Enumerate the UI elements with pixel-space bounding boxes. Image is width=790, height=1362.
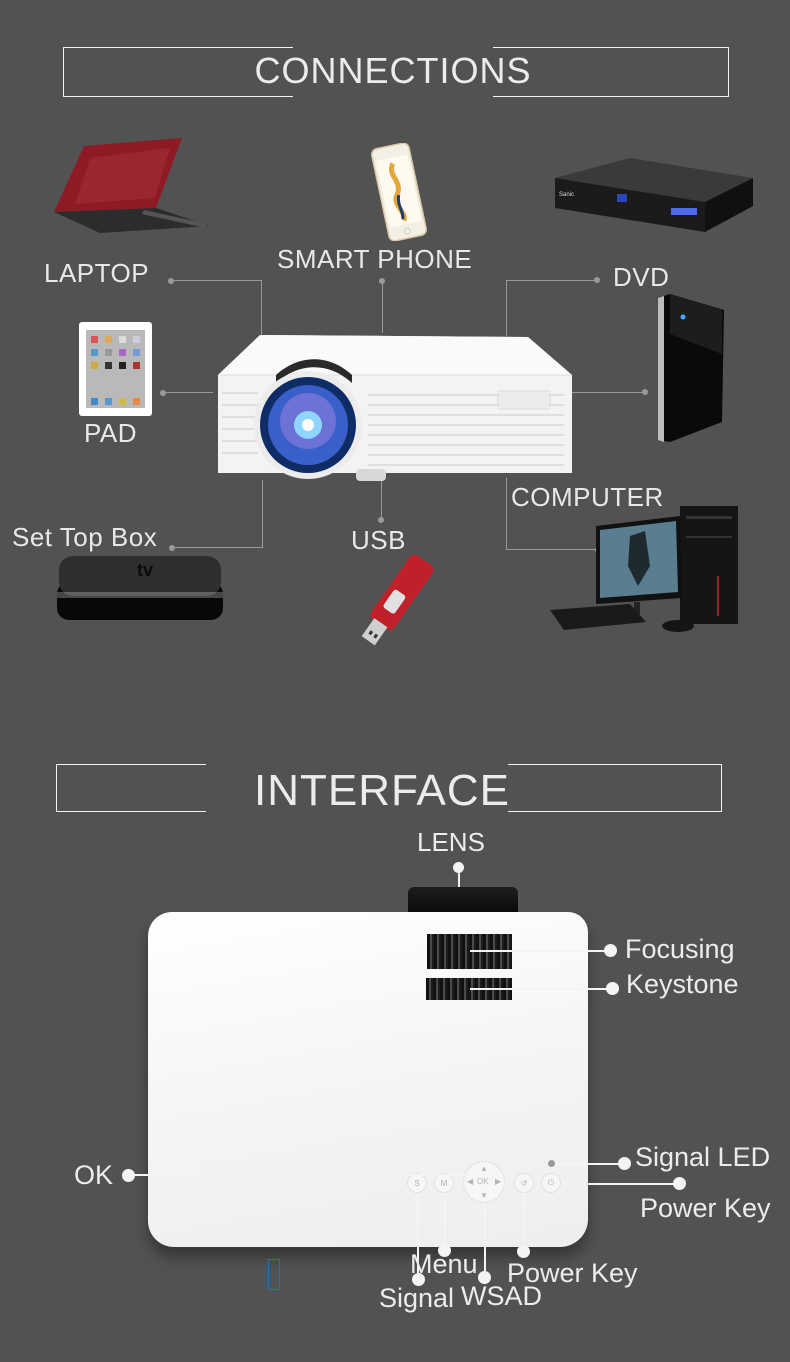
power-key-bottom-callout-line: [523, 1193, 525, 1249]
ok-callout-dot: [122, 1169, 135, 1182]
set-top-box-label: Set Top Box: [12, 522, 158, 552]
ok-label: OK: [74, 1160, 114, 1190]
pad-image: [79, 322, 152, 416]
dvd-connector-dot: [594, 277, 600, 283]
usb-connector-line: [381, 478, 382, 520]
keystone-wheel[interactable]: [426, 978, 512, 1000]
power-key-bottom-callout-dot: [517, 1245, 530, 1258]
keystone-label: Keystone: [626, 969, 739, 999]
ok-button[interactable]: OK: [477, 1177, 489, 1186]
laptop-connector-line-v: [261, 280, 262, 335]
dvd-connector-line-h: [506, 280, 596, 281]
power-key-right-label: Power Key: [640, 1193, 771, 1223]
projector-top-body: [148, 912, 588, 1247]
hard-drive-image: [656, 294, 724, 444]
computer-image: [550, 506, 740, 636]
projector-front-image: [208, 333, 572, 483]
laptop-connector-line-h: [171, 280, 262, 281]
dvd-connector-line-v: [506, 280, 507, 336]
hdd-connector-line: [566, 392, 644, 393]
interface-title-gap: [206, 761, 508, 815]
settopbox-connector-line-h: [172, 547, 263, 548]
smart-phone-image: [368, 142, 430, 242]
usb-connector-dot: [378, 517, 384, 523]
lens-callout-dot: [453, 862, 464, 873]
signal-button[interactable]: S: [407, 1173, 427, 1193]
computer-connector-line-v: [506, 478, 507, 549]
power-key-right-callout-dot: [673, 1177, 686, 1190]
pad-connector-line: [163, 392, 213, 393]
menu-button[interactable]: M: [434, 1173, 454, 1193]
power-key-bottom-label: Power Key: [507, 1258, 638, 1288]
smart-phone-connector-line: [382, 281, 383, 333]
svg-text:Sanic: Sanic: [559, 192, 574, 198]
laptop-connector-dot: [168, 278, 174, 284]
computer-connector-line-h: [506, 549, 598, 550]
lens-callout-line: [458, 868, 460, 900]
dvd-label: DVD: [613, 262, 670, 292]
laptop-label: LAPTOP: [44, 258, 150, 288]
wsad-callout-dot: [478, 1271, 491, 1284]
lens-label: LENS: [417, 827, 485, 857]
menu-callout-line: [444, 1193, 446, 1245]
connections-title: CONNECTIONS: [254, 50, 532, 91]
pad-label: PAD: [84, 418, 138, 448]
apple-tv-logo: tv: [137, 560, 154, 580]
wsad-dpad[interactable]: ▲ ▼ ◀ ▶ OK: [463, 1161, 505, 1203]
keystone-callout-line: [470, 988, 610, 990]
focusing-wheel[interactable]: [427, 934, 512, 969]
dpad-down-arrow-icon[interactable]: ▼: [480, 1191, 488, 1200]
usb-label: USB: [351, 525, 406, 555]
interface-title: INTERFACE: [254, 766, 510, 815]
computer-label: COMPUTER: [511, 482, 664, 512]
menu-label: Menu: [410, 1249, 478, 1279]
keystone-callout-dot: [606, 982, 619, 995]
menu-callout-dot: [438, 1244, 451, 1257]
power-key-right-callout-line: [561, 1183, 679, 1185]
focusing-label: Focusing: [625, 934, 735, 964]
settopbox-connector-dot: [169, 545, 175, 551]
dpad-right-arrow-icon[interactable]: ▶: [495, 1177, 502, 1186]
wsad-callout-line: [484, 1203, 486, 1278]
ok-callout-line: [130, 1174, 485, 1176]
dvd-player-image: Sanic: [555, 150, 760, 232]
dpad-up-arrow-icon[interactable]: ▲: [480, 1164, 488, 1173]
focusing-callout-line: [470, 950, 610, 952]
settopbox-connector-line-v: [262, 480, 263, 548]
wsad-label: WSAD: [461, 1281, 542, 1311]
smart-phone-label: SMART PHONE: [277, 244, 473, 274]
hdd-connector-dot: [642, 389, 648, 395]
laptop-image: [50, 138, 210, 233]
power-button[interactable]: ⏻: [541, 1173, 561, 1193]
signal-callout-line: [417, 1193, 419, 1278]
signal-led-callout-dot: [618, 1157, 631, 1170]
connections-title-gap: [293, 44, 493, 100]
usb-drive-image: [352, 540, 452, 652]
dpad-left-arrow-icon[interactable]: ◀: [467, 1177, 474, 1186]
signal-led: [548, 1160, 555, 1167]
back-button[interactable]: ↺: [514, 1173, 534, 1193]
signal-label: Signal: [379, 1283, 455, 1313]
apple-tv-image: tv: [57, 556, 223, 624]
signal-led-label: Signal LED: [635, 1142, 771, 1172]
focusing-callout-dot: [604, 944, 617, 957]
signal-callout-dot: [412, 1273, 425, 1286]
pad-connector-dot: [160, 390, 166, 396]
signal-led-callout-line: [555, 1163, 625, 1165]
blue-outline-marker: [268, 1259, 280, 1290]
